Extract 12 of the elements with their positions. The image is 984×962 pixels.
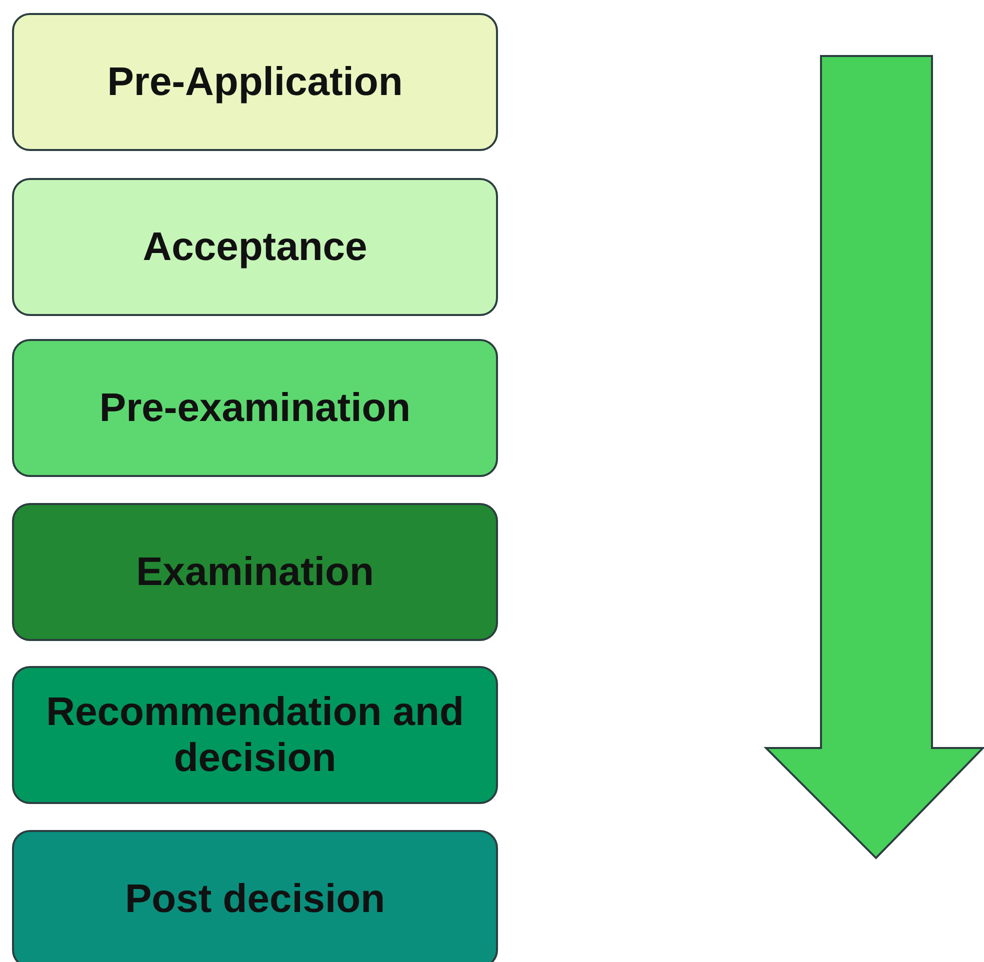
stage-label: Pre-examination bbox=[98, 385, 412, 431]
stage-label: Examination bbox=[135, 549, 375, 595]
stage-box bbox=[12, 339, 498, 477]
stage-box bbox=[12, 13, 498, 151]
stage-box bbox=[12, 178, 498, 316]
stage-box bbox=[12, 503, 498, 641]
stage-box bbox=[12, 830, 498, 962]
stage-box bbox=[12, 666, 498, 804]
stage-label: Post decision bbox=[124, 876, 386, 922]
stage-label: Acceptance bbox=[142, 224, 368, 270]
stage-label: Recommendation and decision bbox=[45, 689, 465, 781]
stage-label: Pre-Application bbox=[106, 59, 404, 105]
